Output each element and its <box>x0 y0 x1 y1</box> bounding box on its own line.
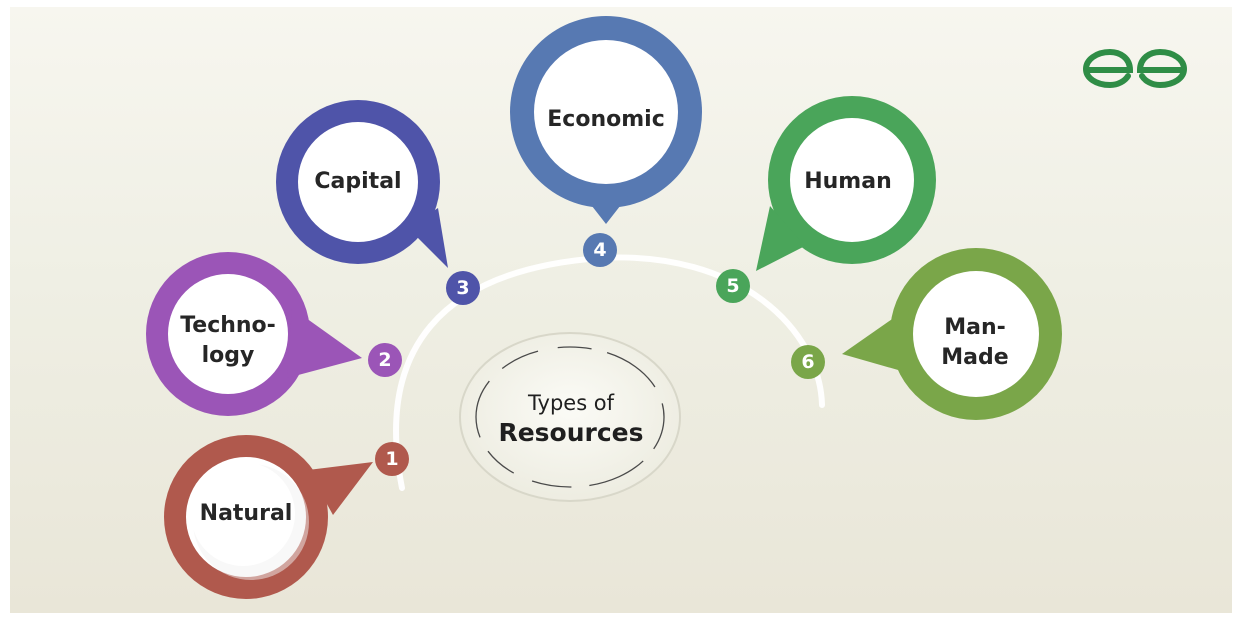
bubble-technology-label: Techno- logy <box>180 313 276 368</box>
center-title-line1: Types of <box>527 391 615 415</box>
number-badge-4: 4 <box>583 233 617 267</box>
bubble-technology-shape <box>146 252 362 416</box>
bubble-economic-label: Economic <box>547 107 665 132</box>
bubble-man-made-shape <box>842 248 1062 420</box>
bubble-natural-shape <box>164 435 373 599</box>
center-title-line2: Resources <box>498 418 644 447</box>
bubble-man-made-label: Man- Made <box>941 315 1009 370</box>
bubble-capital-shape <box>276 100 448 268</box>
number-badge-3: 3 <box>446 271 480 305</box>
number-badge-1: 1 <box>375 442 409 476</box>
center-circle <box>459 332 681 502</box>
number-badge-2: 2 <box>368 343 402 377</box>
number-badge-5: 5 <box>716 269 750 303</box>
center-title: Types of Resources <box>466 389 676 449</box>
bubble-human-shape <box>756 96 936 271</box>
number-badge-6: 6 <box>791 345 825 379</box>
bubble-natural-label: Natural <box>199 501 293 526</box>
bubble-economic-shape <box>510 16 702 224</box>
bubble-human-label: Human <box>804 169 892 194</box>
bubble-capital-label: Capital <box>314 169 402 194</box>
gfg-logo-icon <box>1082 48 1188 88</box>
